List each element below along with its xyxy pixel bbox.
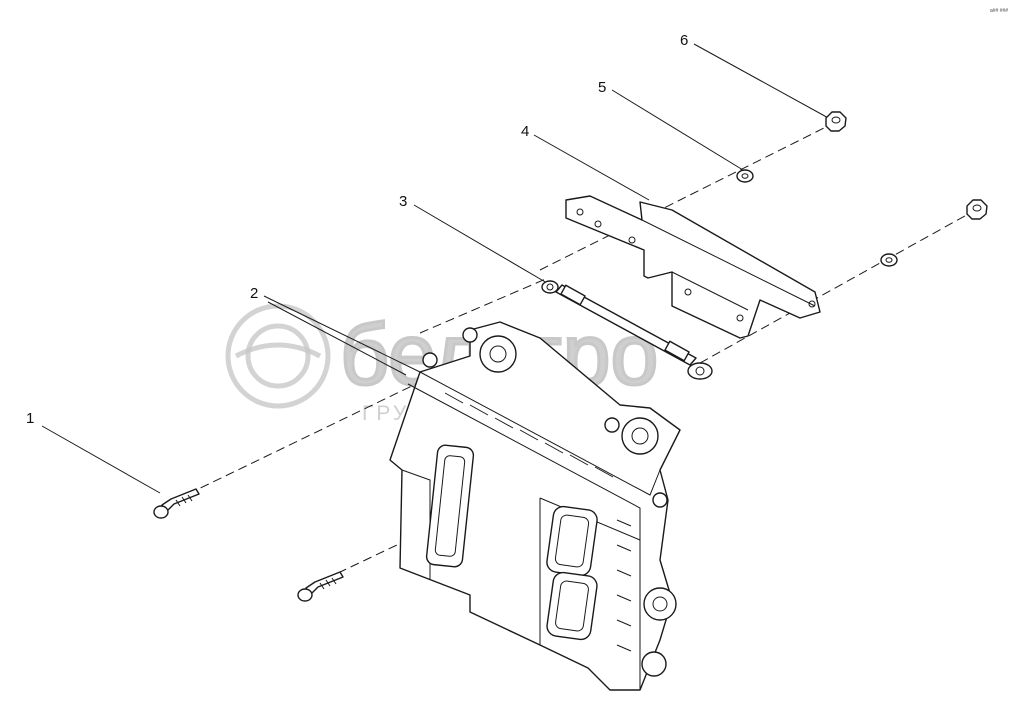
part-1-screw-lower	[297, 571, 344, 602]
watermark-logo	[225, 303, 331, 409]
part-3-tie-rod	[541, 280, 713, 380]
callout-6: 6	[680, 32, 688, 49]
part-6-nut-upper	[825, 111, 847, 132]
part-2-control-unit	[389, 321, 681, 691]
part-1-screw-upper	[153, 488, 200, 519]
callout-2: 2	[250, 285, 258, 302]
callout-3: 3	[399, 193, 407, 210]
drawing-reference: a## ###	[990, 8, 1008, 14]
part-5-washer-lower	[880, 253, 898, 267]
callout-5: 5	[598, 79, 606, 96]
part-5-washer-upper	[736, 169, 754, 183]
part-6-nut-lower	[966, 199, 988, 220]
callout-4: 4	[521, 123, 529, 140]
callout-1: 1	[26, 410, 34, 427]
part-4-bracket	[565, 195, 821, 339]
callout-leaders	[41, 43, 833, 494]
